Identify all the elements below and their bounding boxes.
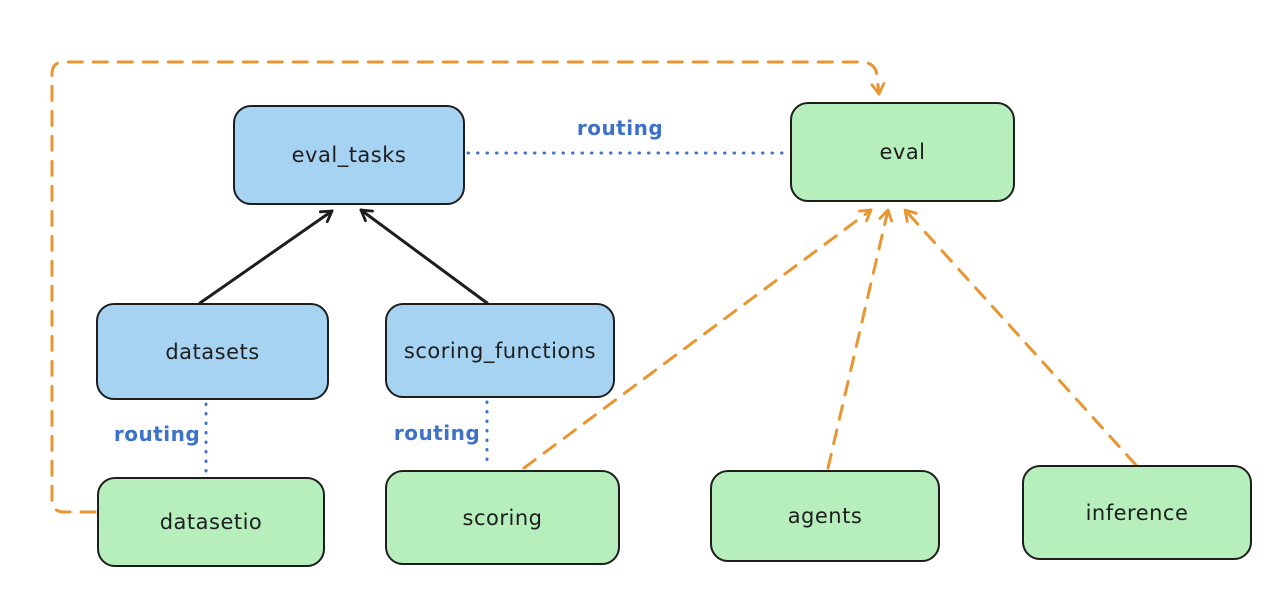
edge-agents-to-eval — [826, 208, 893, 470]
edge-label-routing-datasets-datasetio: routing — [113, 422, 201, 446]
node-agents: agents — [710, 470, 940, 562]
node-eval: eval — [790, 102, 1015, 202]
node-scoring-functions: scoring_functions — [385, 303, 615, 398]
edge-label-routing-scoring-fns-scoring: routing — [393, 421, 481, 445]
node-datasetio: datasetio — [97, 477, 325, 567]
edge-scoring-functions-to-eval-tasks — [359, 208, 489, 305]
node-eval-tasks: eval_tasks — [233, 105, 465, 205]
edge-inference-to-eval — [903, 208, 1138, 467]
edge-datasets-to-eval-tasks — [198, 209, 334, 305]
edge-label-routing-eval-tasks-eval: routing — [576, 116, 664, 140]
edge-scoring-to-eval — [522, 208, 873, 470]
edge-datasetio-to-eval — [50, 60, 886, 514]
node-datasets: datasets — [96, 303, 329, 400]
node-inference: inference — [1022, 465, 1252, 560]
node-scoring: scoring — [385, 470, 620, 565]
